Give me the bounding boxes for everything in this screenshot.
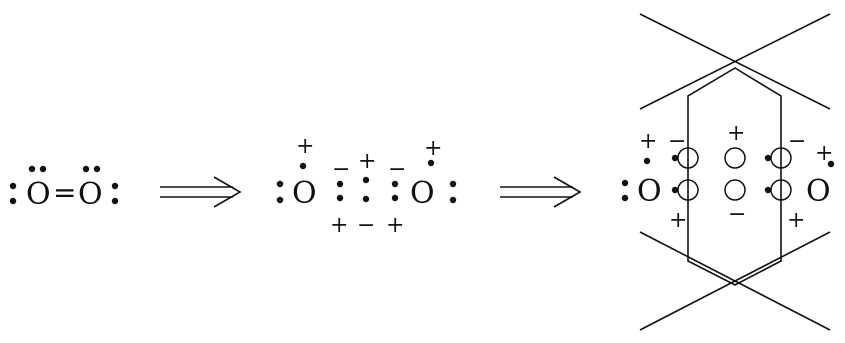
panel-3-orbital-overlap: + − O + − + + − + O [621, 13, 835, 331]
electron-dot [643, 157, 651, 165]
charge-sign: − [332, 157, 350, 182]
bond-electron-dot [671, 186, 679, 194]
lone-pair-dot [621, 194, 629, 202]
bond-electron-dot [764, 154, 772, 162]
charge-sign: + [358, 149, 376, 174]
lone-pair-dot [28, 165, 36, 173]
bond-electron-dot [764, 186, 772, 194]
oxygen-atom-left: O [292, 176, 317, 211]
bond-electron-dot [336, 180, 344, 188]
lone-pair-dot [111, 182, 119, 190]
charge-sign: + [330, 213, 348, 238]
bond-electron-dot [362, 195, 370, 203]
lone-pair-dot [449, 180, 457, 188]
panel-2-charge-separation: + O − + − + − + + O [276, 134, 457, 238]
orbital-circles [677, 147, 792, 201]
lone-pair-dot [276, 196, 284, 204]
charge-sign: − [357, 213, 375, 238]
electron-dot [299, 162, 307, 170]
lone-pair-dot [82, 165, 90, 173]
charge-sign: − [728, 202, 746, 227]
bond-electron-dot [362, 176, 370, 184]
lone-pair-dot [9, 197, 17, 205]
lone-pair-dot [621, 179, 629, 187]
oxygen-atom-right: O [806, 174, 831, 209]
charge-sign: + [296, 134, 314, 159]
bond-electron-dot [391, 180, 399, 188]
oxygen-atom-right: O [78, 177, 103, 212]
oxygen-atom-left: O [26, 177, 51, 212]
lone-pair-dot [111, 197, 119, 205]
panel-1-lewis-structure: O = O [9, 165, 119, 212]
charge-sign: + [386, 213, 404, 238]
lone-pair-dot [449, 196, 457, 204]
double-arrow-icon [160, 176, 242, 208]
oxygen-atom-right: O [410, 176, 435, 211]
orbital-envelope [639, 13, 831, 331]
charge-sign: + [639, 129, 657, 154]
charge-sign: + [424, 136, 442, 161]
double-arrow-icon [500, 176, 582, 208]
charge-sign: − [388, 157, 406, 182]
charge-sign: + [815, 141, 833, 166]
charge-sign: + [669, 208, 687, 233]
charge-sign: − [668, 129, 686, 154]
electron-dot [427, 159, 435, 167]
oxygen-atom-left: O [637, 174, 662, 209]
lone-pair-dot [39, 165, 47, 173]
lone-pair-dot [93, 165, 101, 173]
bond-electron-dot [336, 194, 344, 202]
bond-electron-dot [391, 194, 399, 202]
charge-sign: − [788, 129, 806, 154]
double-bond: = [53, 176, 76, 209]
lone-pair-dot [9, 182, 17, 190]
charge-sign: + [727, 121, 745, 146]
charge-sign: + [787, 208, 805, 233]
electron-dot [827, 160, 835, 168]
bond-electron-dot [671, 154, 679, 162]
lone-pair-dot [276, 180, 284, 188]
